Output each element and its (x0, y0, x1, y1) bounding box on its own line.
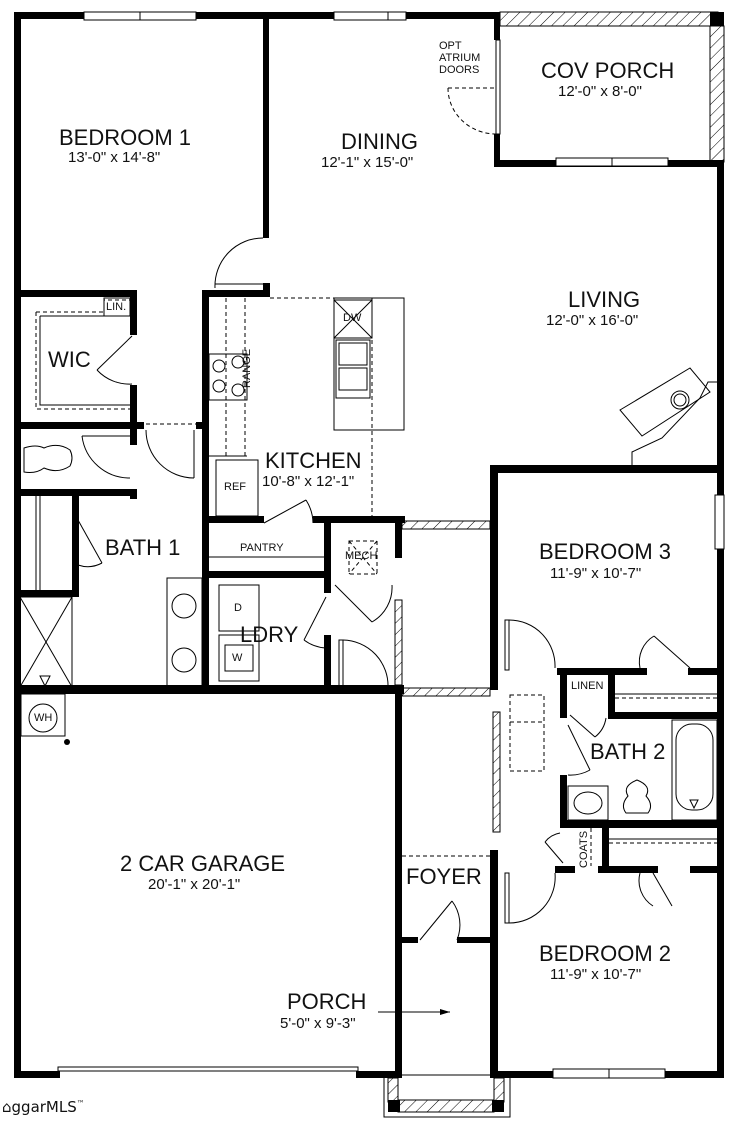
window (714, 494, 725, 550)
front-porch-structure (378, 1009, 511, 1118)
room-dims-living: 12'-0" x 16'-0" (546, 312, 639, 329)
room-name-bath1: BATH 1 (105, 535, 181, 560)
room-name-wic: WIC (48, 347, 91, 372)
coats-label: COATS (578, 830, 590, 868)
water-heater-label: WH (34, 712, 53, 724)
interior-walls (14, 12, 724, 1078)
refrigerator-label: REF (224, 481, 246, 493)
room-dims-kitchen: 10'-8" x 12'-1" (262, 473, 355, 490)
room-dims-bedroom2: 11'-9" x 10'-7" (550, 966, 642, 983)
room-name-bath2: BATH 2 (590, 739, 666, 764)
washer-label: W (232, 652, 243, 664)
mech-label: MECH (345, 550, 378, 562)
room-dims-cov-porch: 12'-0" x 8'-0" (558, 83, 642, 100)
room-name-porch: PORCH (287, 989, 367, 1014)
room-name-cov-porch: COV PORCH (541, 58, 675, 83)
mls-watermark: ⌂ggarMLS™ (2, 1098, 85, 1116)
room-dims-bedroom1: 13'-0" x 14'-8" (68, 149, 161, 166)
range-label: RANGE (241, 348, 253, 388)
room-dims-dining: 12'-1" x 15'-0" (321, 154, 414, 171)
house-logo-icon: ⌂ (2, 1098, 12, 1116)
linen-closet-label: LIN. (106, 301, 127, 313)
room-name-garage: 2 CAR GARAGE (120, 851, 286, 876)
room-name-dining: DINING (341, 129, 418, 154)
room-name-bedroom1: BEDROOM 1 (59, 125, 192, 150)
room-name-ldry: LDRY (240, 622, 299, 647)
window (333, 11, 407, 21)
opt-atrium-label-2: ATRIUM (439, 52, 481, 64)
room-name-foyer: FOYER (406, 864, 482, 889)
dryer-label: D (234, 602, 242, 614)
room-dims-garage: 20'-1" x 20'-1" (148, 876, 241, 893)
room-dims-bedroom3: 11'-9" x 10'-7" (550, 565, 642, 582)
watermark-text: ggarMLS (11, 1098, 77, 1116)
covered-porch (447, 11, 725, 167)
opt-atrium-label-3: DOORS (439, 64, 480, 76)
garage-door (57, 1066, 359, 1072)
linen-label: LINEN (571, 680, 604, 692)
room-dims-porch: 5'-0" x 9'-3" (280, 1015, 356, 1032)
dishwasher-label: DW (343, 312, 362, 324)
opt-atrium-label-1: OPT (439, 40, 462, 52)
room-name-bedroom2: BEDROOM 2 (539, 941, 672, 966)
pantry-label: PANTRY (240, 542, 284, 554)
room-name-kitchen: KITCHEN (265, 448, 362, 473)
trademark-symbol: ™ (76, 1099, 85, 1108)
doors (77, 237, 691, 941)
room-name-living: LIVING (568, 287, 641, 312)
fixtures (19, 297, 718, 866)
room-name-bedroom3: BEDROOM 3 (539, 539, 672, 564)
